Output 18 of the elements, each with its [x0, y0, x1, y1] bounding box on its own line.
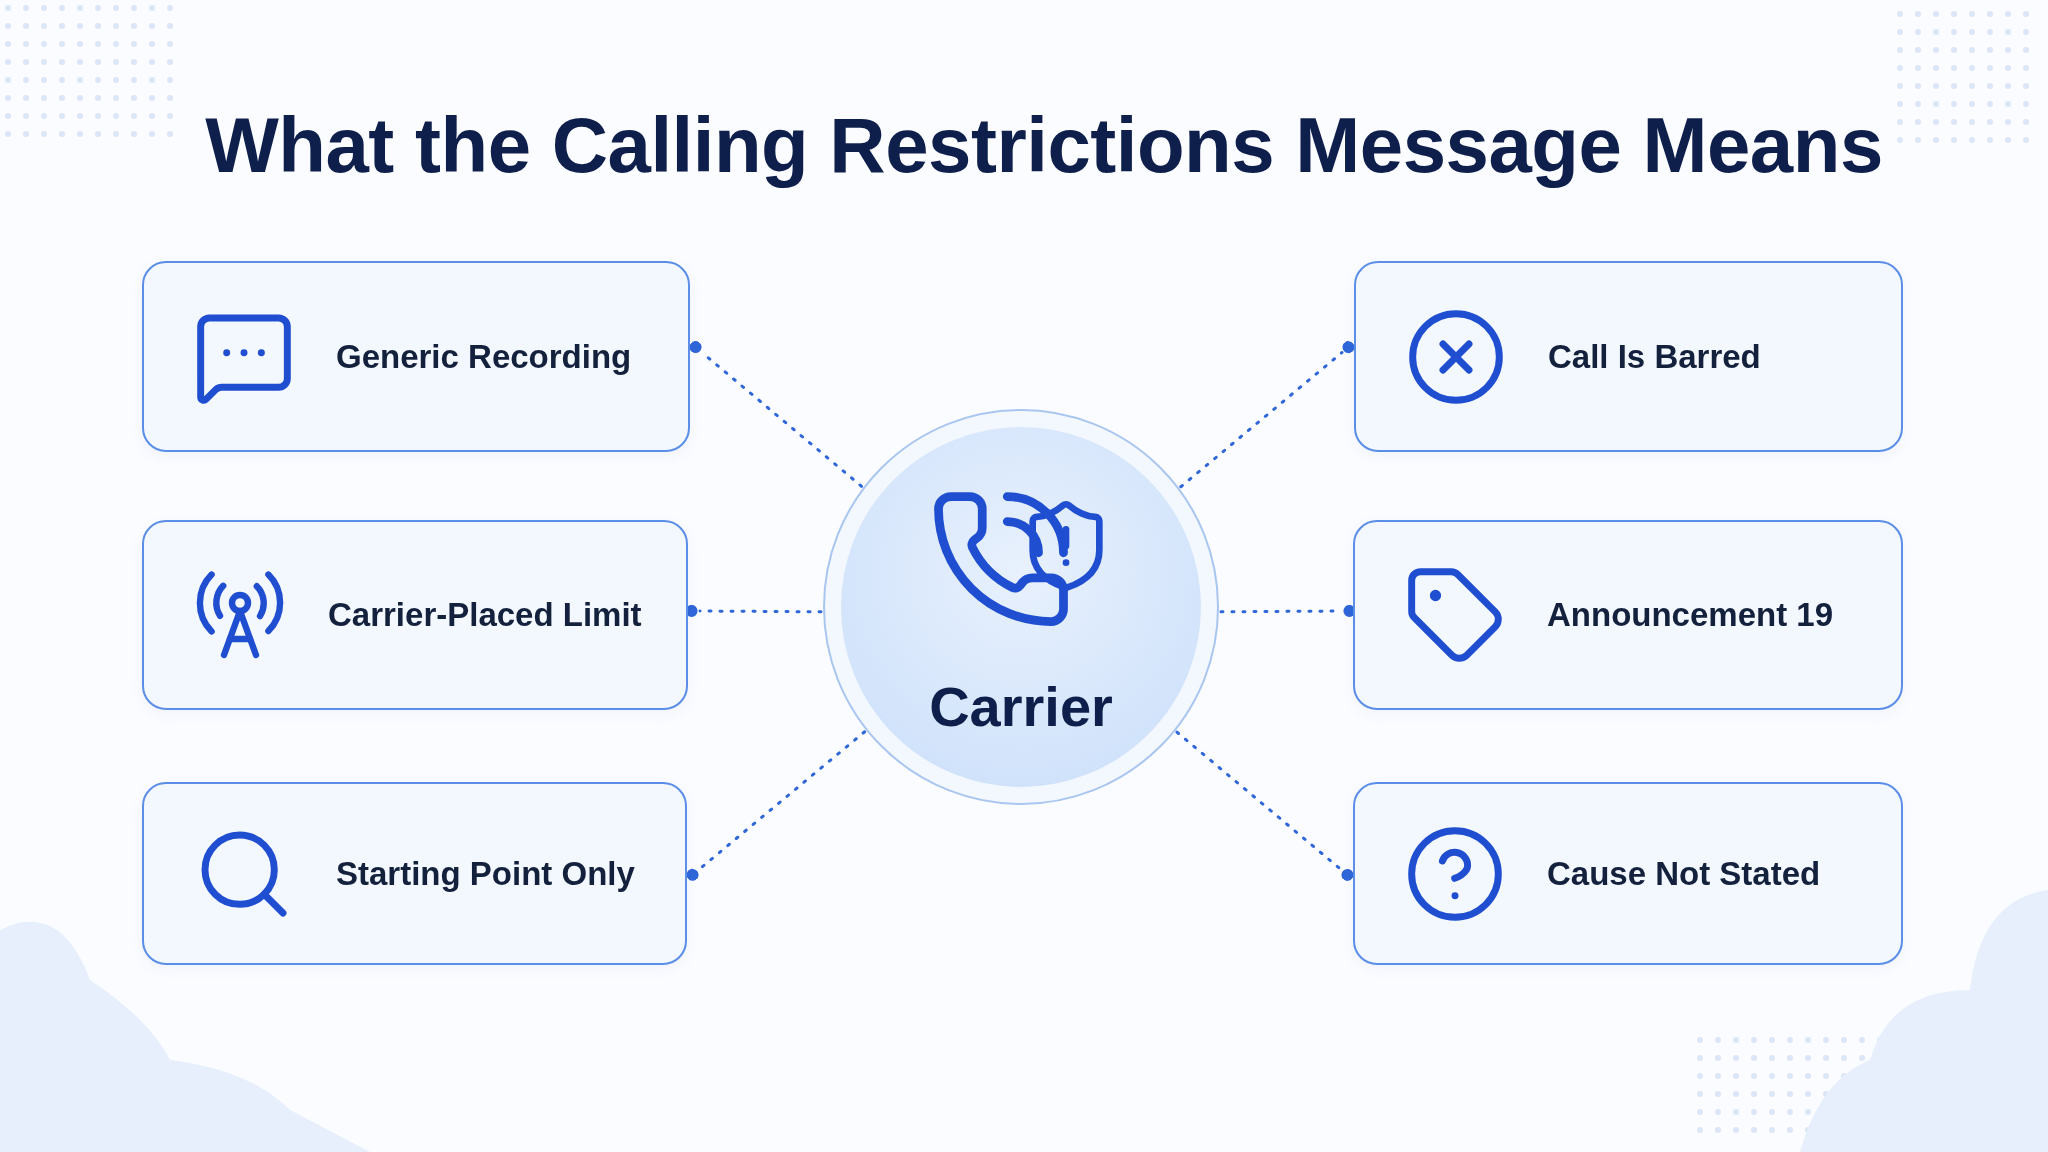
hub-label: Carrier — [929, 673, 1113, 739]
card-label: Generic Recording — [336, 337, 632, 376]
topic-card — [1354, 261, 1903, 452]
topic-card — [142, 261, 690, 452]
title: What the Calling Restrictions Message Means — [204, 100, 1884, 191]
topic-card — [142, 782, 687, 965]
card-label: Carrier-Placed Limit — [328, 596, 642, 634]
topic-card — [142, 520, 688, 710]
topic-card — [1353, 782, 1903, 965]
dotted-connector — [686, 730, 867, 881]
card-label: Cause Not Stated — [1547, 854, 1821, 893]
dotted-connector — [1175, 730, 1354, 881]
dotted-connector — [689, 341, 863, 488]
card-label: Call Is Barred — [1548, 337, 1761, 376]
card-label: Announcement 19 — [1547, 596, 1834, 634]
card-label: Starting Point Only — [336, 854, 635, 893]
dotted-connector — [1179, 341, 1355, 489]
topic-card — [1353, 520, 1903, 710]
